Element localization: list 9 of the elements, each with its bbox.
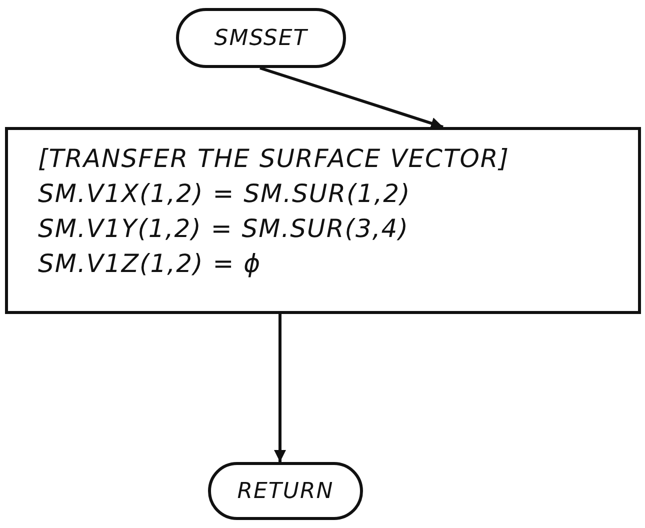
statement-text: SM.V1Y(1,2) = SM.SUR(3,4) [38,214,410,243]
statement-text: SM.V1Z(1,2) = ϕ [38,249,262,278]
arrow [260,66,444,130]
process-box [5,127,641,314]
statement-text: SM.V1X(1,2) = SM.SUR(1,2) [38,179,412,208]
comment-text: [TRANSFER THE SURFACE VECTOR] [38,144,511,173]
terminal-label: RETURN [237,478,334,504]
terminal-label: SMSSET [214,26,308,50]
arrow [274,314,286,462]
